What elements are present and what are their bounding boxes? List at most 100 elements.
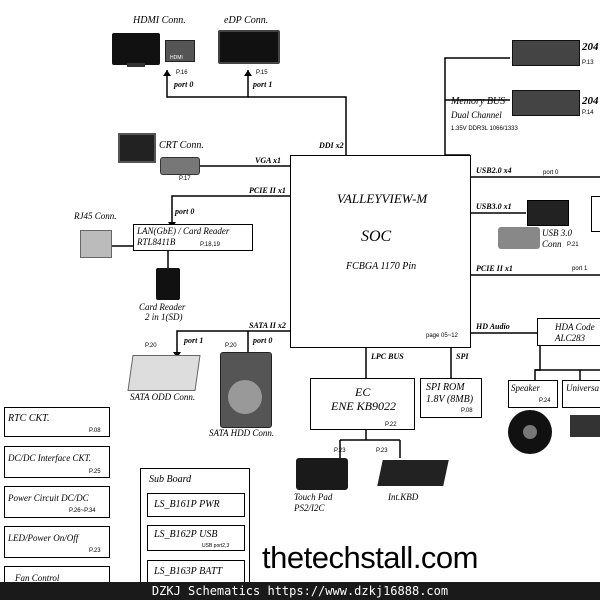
sub-board-usb: LS_B162P USB USB port2,3	[147, 525, 245, 551]
hd-audio-label: HD Audio	[476, 322, 510, 331]
led-power-page: P.23	[89, 548, 101, 554]
hdd-platter	[228, 380, 262, 414]
power-circuit-label: Power Circuit DC/DC	[8, 493, 89, 503]
crt-page: P.17	[179, 176, 191, 182]
edp-page: P.15	[256, 70, 268, 76]
hdmi-conn-label: HDMI Conn.	[133, 15, 186, 26]
speaker-label: Speaker	[511, 383, 540, 393]
memory-bus-label1: Memory BUS	[451, 96, 506, 107]
ddi-label: DDI x2	[319, 141, 344, 150]
lan-line1: LAN(GbE) / Card Reader	[137, 226, 230, 236]
soc-page: page 05~12	[426, 333, 458, 339]
lan-line2: RTL8411B	[137, 237, 176, 247]
lan-card-reader-box: LAN(GbE) / Card Reader RTL8411B P.18,19	[133, 224, 253, 251]
footer-banner: DZKJ Schematics https://www.dzkj16888.co…	[0, 582, 600, 600]
hda-line1: HDA Code	[555, 322, 595, 332]
speaker-page: P.24	[539, 398, 551, 404]
hdmi-badge: HDMI	[170, 55, 183, 61]
sub-board-label: Sub Board	[149, 474, 192, 485]
hdmi-page: P.16	[176, 70, 188, 76]
memory-bottom-page: P.14	[582, 110, 594, 116]
vga-plug-image	[160, 157, 200, 175]
usb2-label: USB2.0 x4	[476, 166, 512, 175]
crt-monitor-image	[118, 133, 156, 163]
lan-page: P.18,19	[200, 242, 220, 248]
universal-label: Universa	[566, 383, 599, 393]
ec-page: P.22	[385, 422, 397, 428]
soc-line3: FCBGA 1170 Pin	[346, 261, 417, 272]
pcie-left-label: PCIE II x1	[249, 186, 286, 195]
sub-board-usb-note: USB port2,3	[202, 543, 230, 549]
power-circuit-page: P.26~P.34	[69, 508, 96, 514]
usb3-label: USB3.0 x1	[476, 202, 512, 211]
card-reader-label1: Card Reader	[139, 302, 186, 312]
usb3-conn-label1: USB 3.0	[542, 228, 572, 238]
lpc-label: LPC BUS	[371, 352, 404, 361]
hdd-conn-label: SATA HDD Conn.	[209, 428, 275, 438]
hdmi-port-label: port 0	[174, 80, 194, 89]
usb3-port-image	[527, 200, 569, 226]
sub-board-batt: LS_B163P BATT	[147, 560, 245, 586]
rj45-label: RJ45 Conn.	[74, 211, 117, 221]
keyboard-label: Int.KBD	[388, 492, 419, 502]
odd-drive-image	[127, 355, 201, 391]
spi-rom-line2: 1.8V (8MB)	[426, 394, 474, 405]
offscreen-box-right	[591, 196, 600, 232]
rtc-box: RTC CKT. P.08	[4, 407, 110, 437]
fan-control-label: Fan Control	[15, 573, 60, 583]
hdmi-monitor-stand	[127, 63, 145, 67]
pcie-right-port: port 1	[572, 266, 588, 272]
universal-jack-box: Universa	[562, 380, 600, 408]
memory-top-label: 204	[582, 41, 599, 53]
hdmi-monitor-image	[112, 33, 160, 65]
memory-bus-label2: Dual Channel	[451, 110, 502, 120]
sd-card-image	[156, 268, 180, 300]
hdmi-plug-image	[165, 40, 195, 62]
led-power-label: LED/Power On/Off	[8, 533, 79, 543]
memory-bus-label3: 1.35V DDR3L 1066/1333	[451, 126, 518, 132]
keyboard-page: P.23	[376, 448, 388, 454]
sata-label: SATA II x2	[249, 321, 286, 330]
memory-module-bottom	[512, 90, 580, 116]
crt-conn-label: CRT Conn.	[159, 140, 204, 151]
sub-board-batt-label: LS_B163P BATT	[154, 566, 223, 577]
hda-line2: ALC283	[555, 333, 586, 343]
touchpad-label1: Touch Pad	[294, 492, 333, 502]
speaker-box: Speaker P.24	[508, 380, 558, 408]
memory-module-top	[512, 40, 580, 66]
edp-port-label: port 1	[253, 80, 273, 89]
usb3-conn-label2: Conn	[542, 239, 562, 249]
odd-port-label: port 1	[184, 336, 204, 345]
dcdc-interface-box: DC/DC Interface CKT. P.25	[4, 446, 110, 478]
ec-box: EC ENE KB9022 P.22	[310, 378, 415, 430]
watermark: thetechstall.com	[262, 540, 479, 575]
keyboard-image	[377, 460, 449, 486]
usb2-port: port 0	[543, 170, 559, 176]
touchpad-image	[296, 458, 348, 490]
sub-board-pwr-label: LS_B161P PWR	[154, 499, 220, 510]
edp-panel-image	[218, 30, 280, 64]
led-power-box: LED/Power On/Off P.23	[4, 526, 110, 558]
edp-conn-label: eDP Conn.	[224, 15, 269, 26]
spi-rom-box: SPI ROM 1.8V (8MB) P.08	[420, 378, 482, 418]
vga-label: VGA x1	[255, 156, 282, 165]
ec-line2: ENE KB9022	[331, 399, 396, 413]
sub-board-usb-label: LS_B162P USB	[154, 529, 218, 540]
card-reader-label2: 2 in 1(SD)	[145, 312, 183, 322]
memory-top-page: P.13	[582, 60, 594, 66]
speaker-cone	[523, 425, 537, 439]
ec-line1: EC	[355, 385, 371, 399]
soc-box: VALLEYVIEW-M SOC FCBGA 1170 Pin page 05~…	[290, 155, 471, 348]
hda-codec-box: HDA Code ALC283	[537, 318, 600, 346]
dcdc-interface-label: DC/DC Interface CKT.	[8, 453, 92, 463]
audio-jack-image	[570, 415, 600, 437]
hdd-port-label: port 0	[253, 336, 273, 345]
odd-page: P.20	[145, 343, 157, 349]
usb3-page: P.21	[567, 242, 579, 248]
rtc-label: RTC CKT.	[8, 413, 50, 424]
spi-rom-page: P.08	[461, 408, 473, 414]
pcie-right-label: PCIE II x1	[476, 264, 513, 273]
rj45-image	[80, 230, 112, 258]
